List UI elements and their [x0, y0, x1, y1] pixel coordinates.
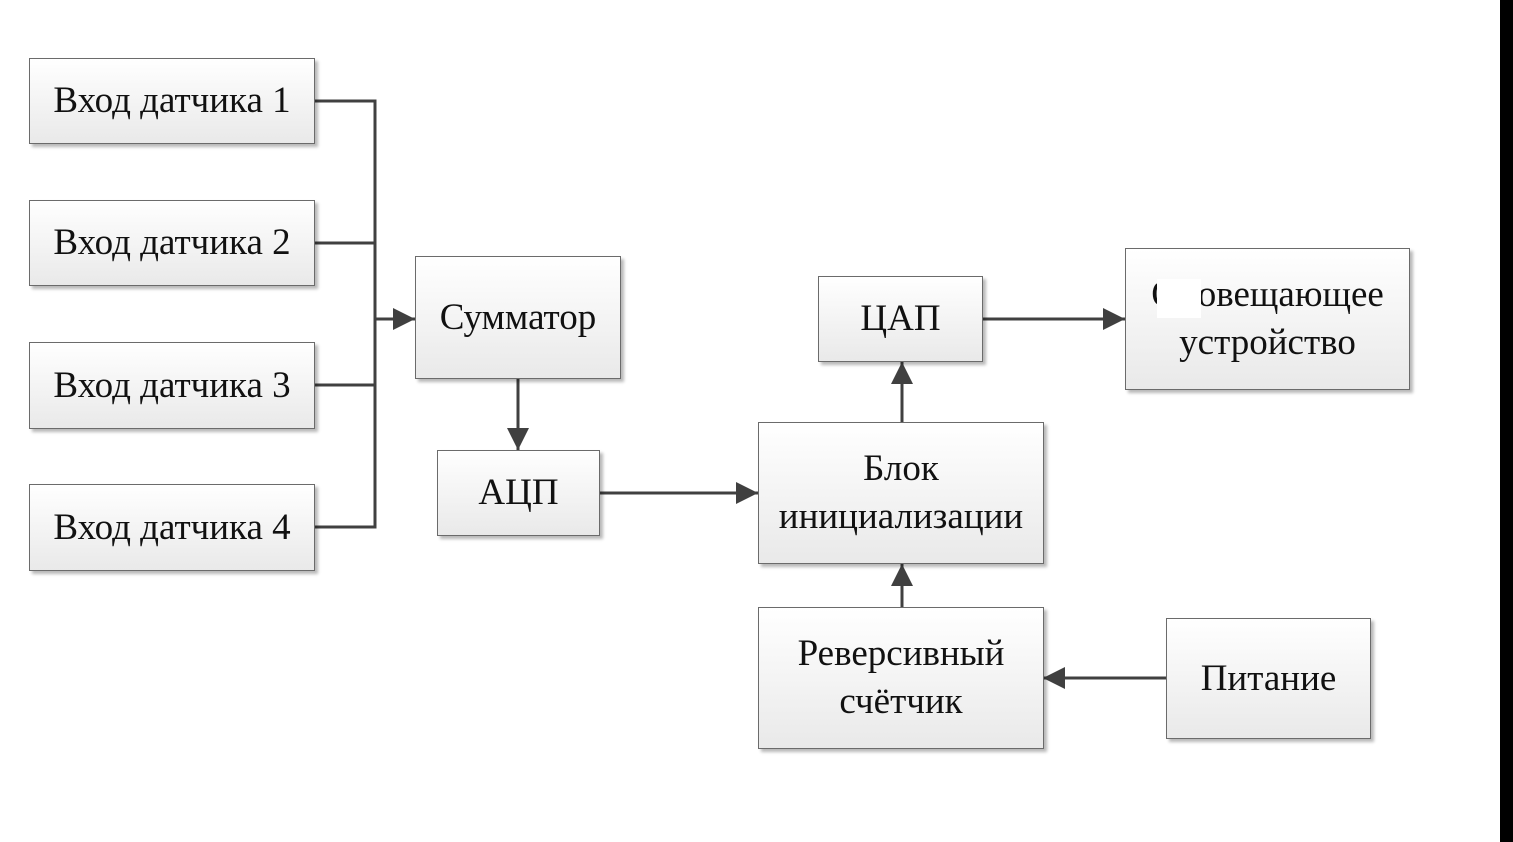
sensor-input-1: Вход датчика 1	[29, 58, 315, 144]
sensor-input-1-label: Вход датчика 1	[53, 80, 291, 121]
sensor-input-2: Вход датчика 2	[29, 200, 315, 286]
sensor-input-4-label: Вход датчика 4	[53, 506, 291, 548]
adder-block: Сумматор	[415, 256, 621, 379]
sensor-input-3: Вход датчика 3	[29, 342, 315, 429]
init-label-line-1: Блок	[863, 448, 939, 489]
dac-label: ЦАП	[860, 298, 941, 339]
sensor-input-4: Вход датчика 4	[29, 484, 315, 571]
right-edge-bar	[1500, 0, 1513, 842]
alarm-label-line-2: устройство	[1179, 322, 1356, 363]
adc-label: АЦП	[478, 472, 559, 513]
white-occlusion-patch	[1157, 279, 1201, 318]
sensor-input-3-label: Вход датчика 3	[53, 364, 291, 406]
power-label: Питание	[1200, 657, 1337, 699]
dac-block: ЦАП	[818, 276, 983, 362]
init-block: Блок инициализации	[758, 422, 1044, 564]
sensor-input-2-label: Вход датчика 2	[53, 222, 291, 263]
counter-label-line-1: Реверсивный	[797, 633, 1005, 674]
reverse-counter-block: Реверсивный счётчик	[758, 607, 1044, 749]
counter-label-line-2: счётчик	[839, 681, 963, 722]
adc-block: АЦП	[437, 450, 600, 536]
alarm-device-block: Оповещающее устройство	[1125, 248, 1410, 390]
adder-label: Сумматор	[439, 296, 597, 338]
power-block: Питание	[1166, 618, 1371, 739]
init-label-line-2: инициализации	[778, 496, 1024, 537]
